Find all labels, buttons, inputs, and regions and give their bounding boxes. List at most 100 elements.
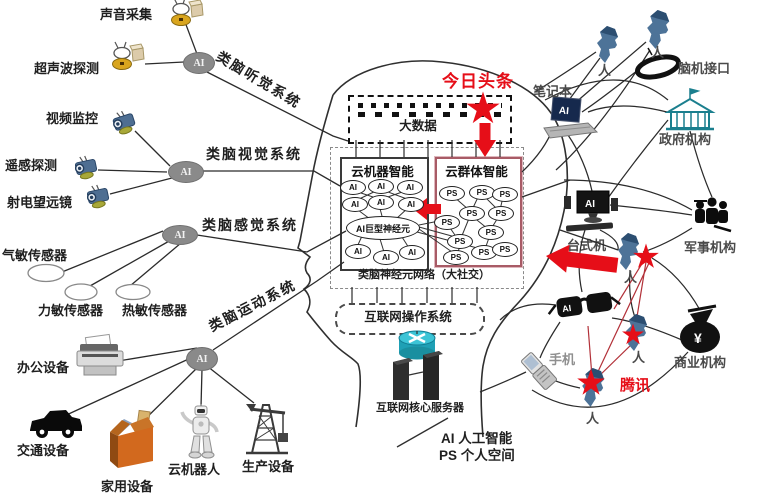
remote-sensing-label: 遥感探测 (5, 158, 58, 173)
military-label: 军事机构 (684, 240, 737, 255)
sound-collection-label: 声音采集 (100, 7, 153, 22)
ai-node: AI (373, 250, 399, 265)
desktop-computer-icon: AI (564, 190, 618, 232)
ultrasonic-label: 超声波探测 (34, 61, 100, 76)
household-equipment-label: 家用设备 (101, 479, 154, 494)
gas-sensor-icon (27, 263, 65, 283)
sound-sensor-icon (170, 0, 204, 27)
person-icon-1 (597, 26, 618, 63)
legend-ps: PS 个人空间 (439, 448, 515, 463)
vision-ai-hub: AI (168, 161, 204, 183)
ai-node: AI (397, 180, 423, 195)
ps-node: PS (492, 187, 518, 202)
car-icon (30, 410, 82, 438)
laptop-ai-badge: AI (558, 105, 569, 117)
person1-label: 人 (598, 63, 612, 78)
military-soldiers-icon (694, 197, 732, 233)
government-building-icon (664, 88, 716, 131)
government-label: 政府机构 (659, 132, 712, 147)
smart-glasses-icon: AI (547, 291, 621, 318)
big-data-label: 大数据 (399, 119, 437, 133)
radio-telescope-label: 射电望远镜 (7, 195, 73, 210)
red-relation-lines (587, 261, 650, 380)
server-towers-icon (393, 331, 443, 400)
swarm-box-title: 云群体智能 (445, 165, 508, 179)
big-data-dots-row1 (358, 103, 502, 108)
feeling-system-label: 类脑感觉系统 (202, 217, 298, 233)
person3-label: 人 (624, 270, 638, 285)
remote-sensing-camera-icon (72, 153, 99, 182)
ai-node: AI (345, 244, 371, 259)
glasses-ai-badge: AI (562, 303, 572, 314)
thermal-sensor-icon (115, 283, 151, 301)
red-down-arrow (474, 123, 496, 157)
hub-label: AI (193, 57, 205, 69)
legend-ai: AI 人工智能 (441, 431, 513, 446)
video-camera-icon (109, 107, 138, 137)
hub-label: AI (196, 353, 208, 365)
printer-icon (76, 333, 124, 376)
tencent-label: 腾讯 (620, 377, 651, 394)
cloud-robot-icon (180, 404, 219, 459)
office-equipment-label: 办公设备 (17, 360, 70, 375)
left-connection-lines (61, 21, 349, 428)
ps-node: PS (488, 206, 514, 221)
ultrasonic-sensor-icon (111, 41, 145, 71)
core-server-label: 互联网核心服务器 (376, 402, 464, 414)
commercial-label: 商业机构 (674, 355, 727, 370)
ps-node: PS (459, 206, 485, 221)
laptop-icon: AI (543, 96, 599, 139)
oil-derrick-icon (246, 404, 288, 455)
hub-label: AI (174, 229, 186, 241)
ai-node: AI (368, 195, 394, 210)
neuron-network-label: 类脑神经元网络（大社交） (358, 269, 490, 281)
thermal-sensor-label: 热敏传感器 (122, 303, 188, 318)
robot-box-title: 云机器智能 (351, 165, 414, 179)
notebook-label: 笔记本 (533, 84, 573, 99)
internet-os-label: 互联网操作系统 (364, 310, 452, 324)
big-data-dots-row2 (358, 112, 502, 117)
red-left-arrow-big (546, 244, 619, 273)
box-connector-ticks (351, 140, 501, 303)
hearing-ai-hub: AI (183, 52, 215, 74)
brain-interface-headset-icon (635, 47, 681, 80)
ai-node: AI (342, 197, 368, 212)
gas-sensor-label: 气敏传感器 (2, 248, 68, 263)
hub-label: AI (180, 166, 192, 178)
feeling-ai-hub: AI (162, 225, 198, 245)
person2-label: 人 (651, 45, 665, 60)
person-icon-2 (647, 10, 670, 49)
desktop-ai-badge: AI (585, 199, 595, 210)
ai-node: AI (399, 245, 425, 260)
phone-label: 手机 (549, 352, 576, 367)
force-sensor-label: 力敏传感器 (38, 303, 104, 318)
ai-node: AI (340, 180, 366, 195)
video-surveillance-label: 视频监控 (46, 111, 99, 126)
household-box-icon (110, 409, 154, 468)
ai-node: AI (398, 197, 424, 212)
cloud-robot-label: 云机器人 (168, 462, 221, 477)
motion-ai-hub: AI (186, 347, 218, 371)
ps-node: PS (447, 234, 473, 249)
ps-node: PS (434, 215, 460, 230)
force-sensor-icon (64, 283, 98, 301)
giant-neuron-node: AI巨型神经元 (346, 216, 420, 240)
person-icon-3 (618, 233, 639, 270)
ps-node: PS (439, 186, 465, 201)
ps-node: PS (478, 225, 504, 240)
bci-label: 脑机接口 (678, 61, 731, 76)
production-equipment-label: 生产设备 (242, 459, 295, 474)
person4-label: 人 (632, 350, 646, 365)
toutiao-label: 今日头条 (442, 72, 514, 91)
ai-node: AI (368, 179, 394, 194)
ps-node: PS (492, 242, 518, 257)
radio-telescope-camera-icon (84, 182, 111, 211)
money-bag-icon: ¥ (680, 304, 720, 353)
ps-node: PS (469, 185, 495, 200)
transport-equipment-label: 交通设备 (17, 443, 70, 458)
vision-system-label: 类脑视觉系统 (206, 146, 302, 162)
mobile-phone-icon (521, 352, 558, 390)
person5-label: 人 (586, 411, 600, 426)
